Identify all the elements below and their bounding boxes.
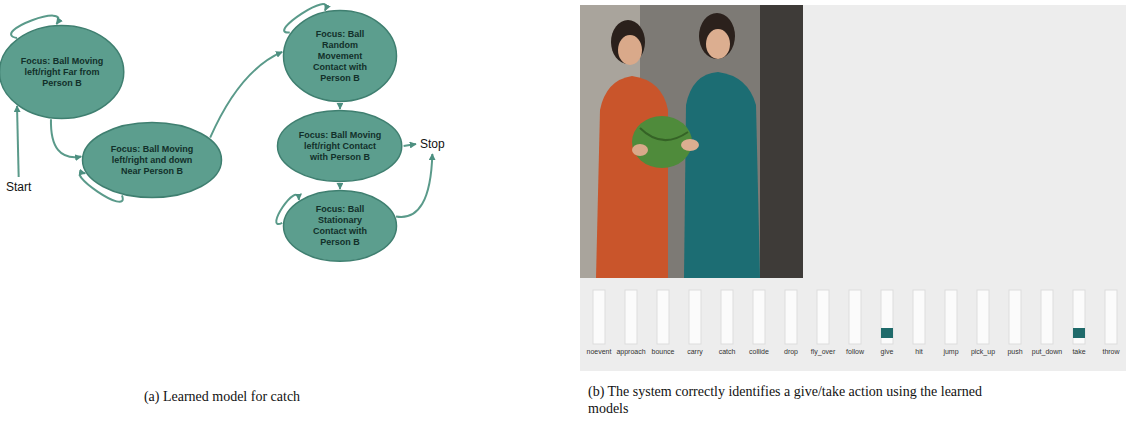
hand	[681, 139, 699, 151]
ellipse-outline	[284, 11, 397, 102]
stop-arrow	[404, 144, 416, 146]
action-label: fly_over	[807, 347, 839, 361]
ellipse-outline	[278, 111, 402, 182]
state-label: Focus: Ball Random Movement Contact with…	[308, 29, 372, 84]
state-ellipse: Focus: Ball Random Movement Contact with…	[282, 9, 398, 103]
video-frame	[580, 5, 803, 278]
action-label: push	[999, 347, 1031, 361]
score-columns	[593, 290, 1117, 344]
ellipse-outline	[83, 123, 222, 198]
state-text-group: Focus: Ball Moving left/right Far from P…	[20, 56, 104, 89]
score-bar	[1073, 328, 1085, 338]
score-column	[1009, 290, 1021, 344]
action-label: approach	[615, 347, 647, 361]
start-label: Start	[6, 180, 31, 194]
transition-arrow	[210, 52, 282, 138]
score-column	[753, 290, 765, 344]
action-label: take	[1063, 347, 1095, 361]
action-label: noevent	[583, 347, 615, 361]
score-column	[721, 290, 733, 344]
start-arrow	[17, 106, 19, 177]
teal-shirt	[684, 72, 760, 278]
score-column	[977, 290, 989, 344]
action-label: carry	[679, 347, 711, 361]
score-column	[1041, 290, 1053, 344]
score-column	[1073, 290, 1085, 344]
state-text-group: Focus: Ball Random Movement Contact with…	[308, 29, 372, 84]
hand	[632, 144, 648, 156]
score-column	[785, 290, 797, 344]
state-label: Focus: Ball Moving left/right Contact wi…	[298, 130, 382, 163]
face	[618, 35, 642, 65]
action-label-row: noeventapproachbouncecarrycatchcollidedr…	[583, 347, 1127, 361]
stop-label: Stop	[420, 137, 445, 151]
action-label: jump	[935, 347, 967, 361]
action-label: pick_up	[967, 347, 999, 361]
state-text-group: Focus: Ball Stationary Contact with Pers…	[305, 204, 375, 248]
state-ellipse: Focus: Ball Moving left/right Far from P…	[0, 24, 126, 120]
state-text-group: Focus: Ball Moving left/right Contact wi…	[298, 130, 382, 163]
hair	[611, 20, 645, 64]
score-column	[849, 290, 861, 344]
state-ellipse: Focus: Ball Moving left/right and down N…	[81, 121, 223, 199]
score-column	[593, 290, 605, 344]
transition-arrow	[339, 183, 341, 189]
state-ellipse: Focus: Ball Stationary Contact with Pers…	[282, 189, 398, 263]
state-label: Focus: Ball Stationary Contact with Pers…	[305, 204, 375, 248]
background-shadow	[760, 5, 803, 278]
action-label: put_down	[1031, 347, 1063, 361]
ellipse-outline	[284, 191, 397, 262]
caption: (a) Learned model for catch	[144, 388, 300, 405]
caption: (b) The system correctly identifies a gi…	[588, 383, 1018, 417]
action-label: follow	[839, 347, 871, 361]
score-column	[625, 290, 637, 344]
action-label: throw	[1095, 347, 1127, 361]
action-label: collide	[743, 347, 775, 361]
score-column	[913, 290, 925, 344]
ellipse-outline	[0, 26, 124, 119]
action-label: drop	[775, 347, 807, 361]
action-label: catch	[711, 347, 743, 361]
face	[706, 29, 730, 59]
state-label: Focus: Ball Moving left/right and down N…	[107, 144, 197, 177]
state-text-group: Focus: Ball Moving left/right and down N…	[107, 144, 197, 177]
orange-shirt	[596, 76, 668, 278]
ball-seam	[640, 128, 688, 140]
score-column	[689, 290, 701, 344]
state-ellipse: Focus: Ball Moving left/right Contact wi…	[276, 109, 403, 183]
score-bar	[881, 328, 893, 338]
action-label: hit	[903, 347, 935, 361]
score-column	[817, 290, 829, 344]
score-column	[657, 290, 669, 344]
transition-arrow	[51, 119, 81, 157]
state-label: Focus: Ball Moving left/right Far from P…	[20, 56, 104, 89]
hair	[699, 13, 735, 59]
action-label: bounce	[647, 347, 679, 361]
score-column	[881, 290, 893, 344]
score-column	[945, 290, 957, 344]
stop-arrow	[396, 154, 432, 217]
transition-arrow	[339, 103, 341, 109]
action-label: give	[871, 347, 903, 361]
score-column	[1105, 290, 1117, 344]
display-panel	[580, 5, 1126, 371]
